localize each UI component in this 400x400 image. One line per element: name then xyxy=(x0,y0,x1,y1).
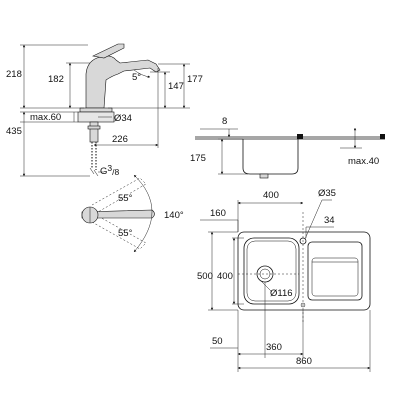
dim-160: 160 xyxy=(210,208,226,219)
dim-147: 147 xyxy=(168,81,184,92)
shank-nut xyxy=(87,125,101,130)
sink-section-view: 8 175 max.40 xyxy=(190,116,385,179)
dim-500: 500 xyxy=(197,271,213,282)
dim-182: 182 xyxy=(48,74,64,85)
dim-860: 860 xyxy=(296,356,312,367)
sink-outline xyxy=(237,231,371,311)
drain-section xyxy=(259,173,269,179)
angle-upper: 55° xyxy=(118,193,133,204)
faucet-base xyxy=(79,107,113,113)
dim-d116: Ø116 xyxy=(270,288,293,299)
sink-plan-view: 400 Ø35 160 34 500 400 Ø116 50 xyxy=(197,188,371,372)
sink-bowl-section xyxy=(242,139,299,175)
dim-435: 435 xyxy=(6,126,22,137)
faucet-shank xyxy=(89,121,99,143)
dim-d34: Ø34 xyxy=(114,113,132,124)
dim-max40: max.40 xyxy=(348,156,379,167)
rim-clip xyxy=(380,134,385,139)
dim-max60: max.60 xyxy=(30,112,61,123)
dim-50: 50 xyxy=(212,336,223,347)
dim-8: 8 xyxy=(222,116,227,127)
dim-5deg: 5° xyxy=(132,72,141,83)
dim-360: 360 xyxy=(266,342,282,353)
hose-ends xyxy=(89,167,99,177)
dim-400-left: 400 xyxy=(217,271,233,282)
faucet-side-view: 218 182 5° 147 177 max.60 435 Ø34 226 xyxy=(6,43,203,177)
drainer-board xyxy=(307,241,363,301)
overflow-hole xyxy=(300,302,306,308)
dim-175: 175 xyxy=(190,153,206,164)
dim-177: 177 xyxy=(187,74,203,85)
dim-d35: Ø35 xyxy=(318,188,336,199)
angle-total: 140° xyxy=(164,210,184,221)
faucet-body xyxy=(85,55,161,109)
supply-hose xyxy=(91,142,97,170)
dim-226: 226 xyxy=(112,134,128,145)
angle-lower: 55° xyxy=(118,228,133,239)
dim-400-top: 400 xyxy=(263,190,279,201)
dim-218: 218 xyxy=(6,69,22,80)
thread-label: G3/8 xyxy=(100,163,119,177)
faucet-lever xyxy=(92,43,125,59)
faucet-top-view: 55° 55° 140° xyxy=(81,174,184,253)
tap-hole-section xyxy=(297,134,303,139)
dim-34: 34 xyxy=(324,215,335,226)
sink-bowl xyxy=(243,237,300,305)
arc-140 xyxy=(133,174,153,253)
